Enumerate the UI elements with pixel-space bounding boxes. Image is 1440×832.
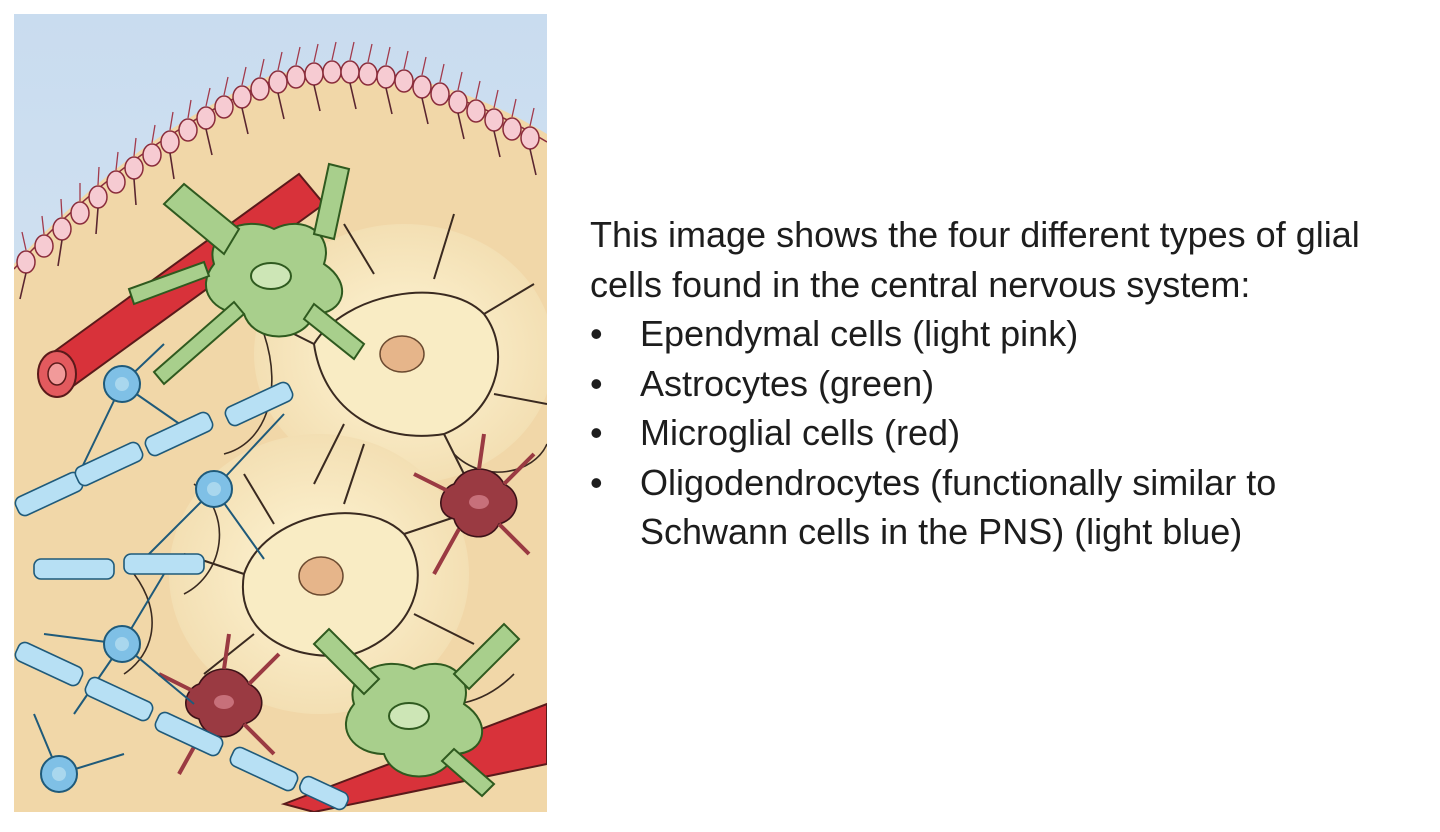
microglial-cells bbox=[158, 433, 536, 775]
list-item-text: Astrocytes (green) bbox=[640, 362, 935, 404]
astrocyte-nucleus bbox=[388, 702, 430, 730]
caption: This image shows the four different type… bbox=[590, 210, 1420, 557]
caption-intro: This image shows the four different type… bbox=[590, 214, 1360, 305]
list-item: • Oligodendrocytes (functionally similar… bbox=[590, 458, 1420, 557]
astrocyte-nucleus bbox=[250, 262, 292, 290]
list-item: • Astrocytes (green) bbox=[590, 359, 1420, 409]
list-item: • Microglial cells (red) bbox=[590, 408, 1420, 458]
astrocytes bbox=[127, 162, 521, 798]
list-item-text: Microglial cells (red) bbox=[640, 412, 961, 453]
bullet-icon: • bbox=[590, 412, 603, 453]
glial-cells-illustration bbox=[14, 14, 547, 812]
neuron-nucleus bbox=[379, 335, 425, 373]
neuron-nucleus bbox=[298, 556, 344, 596]
list-item: • Ependymal cells (light pink) bbox=[590, 309, 1420, 359]
ependymal-cells bbox=[14, 41, 547, 300]
bullet-icon: • bbox=[590, 461, 603, 503]
glial-cell-list: • Ependymal cells (light pink) • Astrocy… bbox=[590, 309, 1420, 557]
bullet-icon: • bbox=[590, 313, 603, 354]
bullet-icon: • bbox=[590, 362, 603, 404]
list-item-text: Ependymal cells (light pink) bbox=[640, 313, 1079, 354]
list-item-text: Oligodendrocytes (functionally similar t… bbox=[640, 461, 1277, 553]
oligodendrocytes bbox=[14, 343, 349, 811]
